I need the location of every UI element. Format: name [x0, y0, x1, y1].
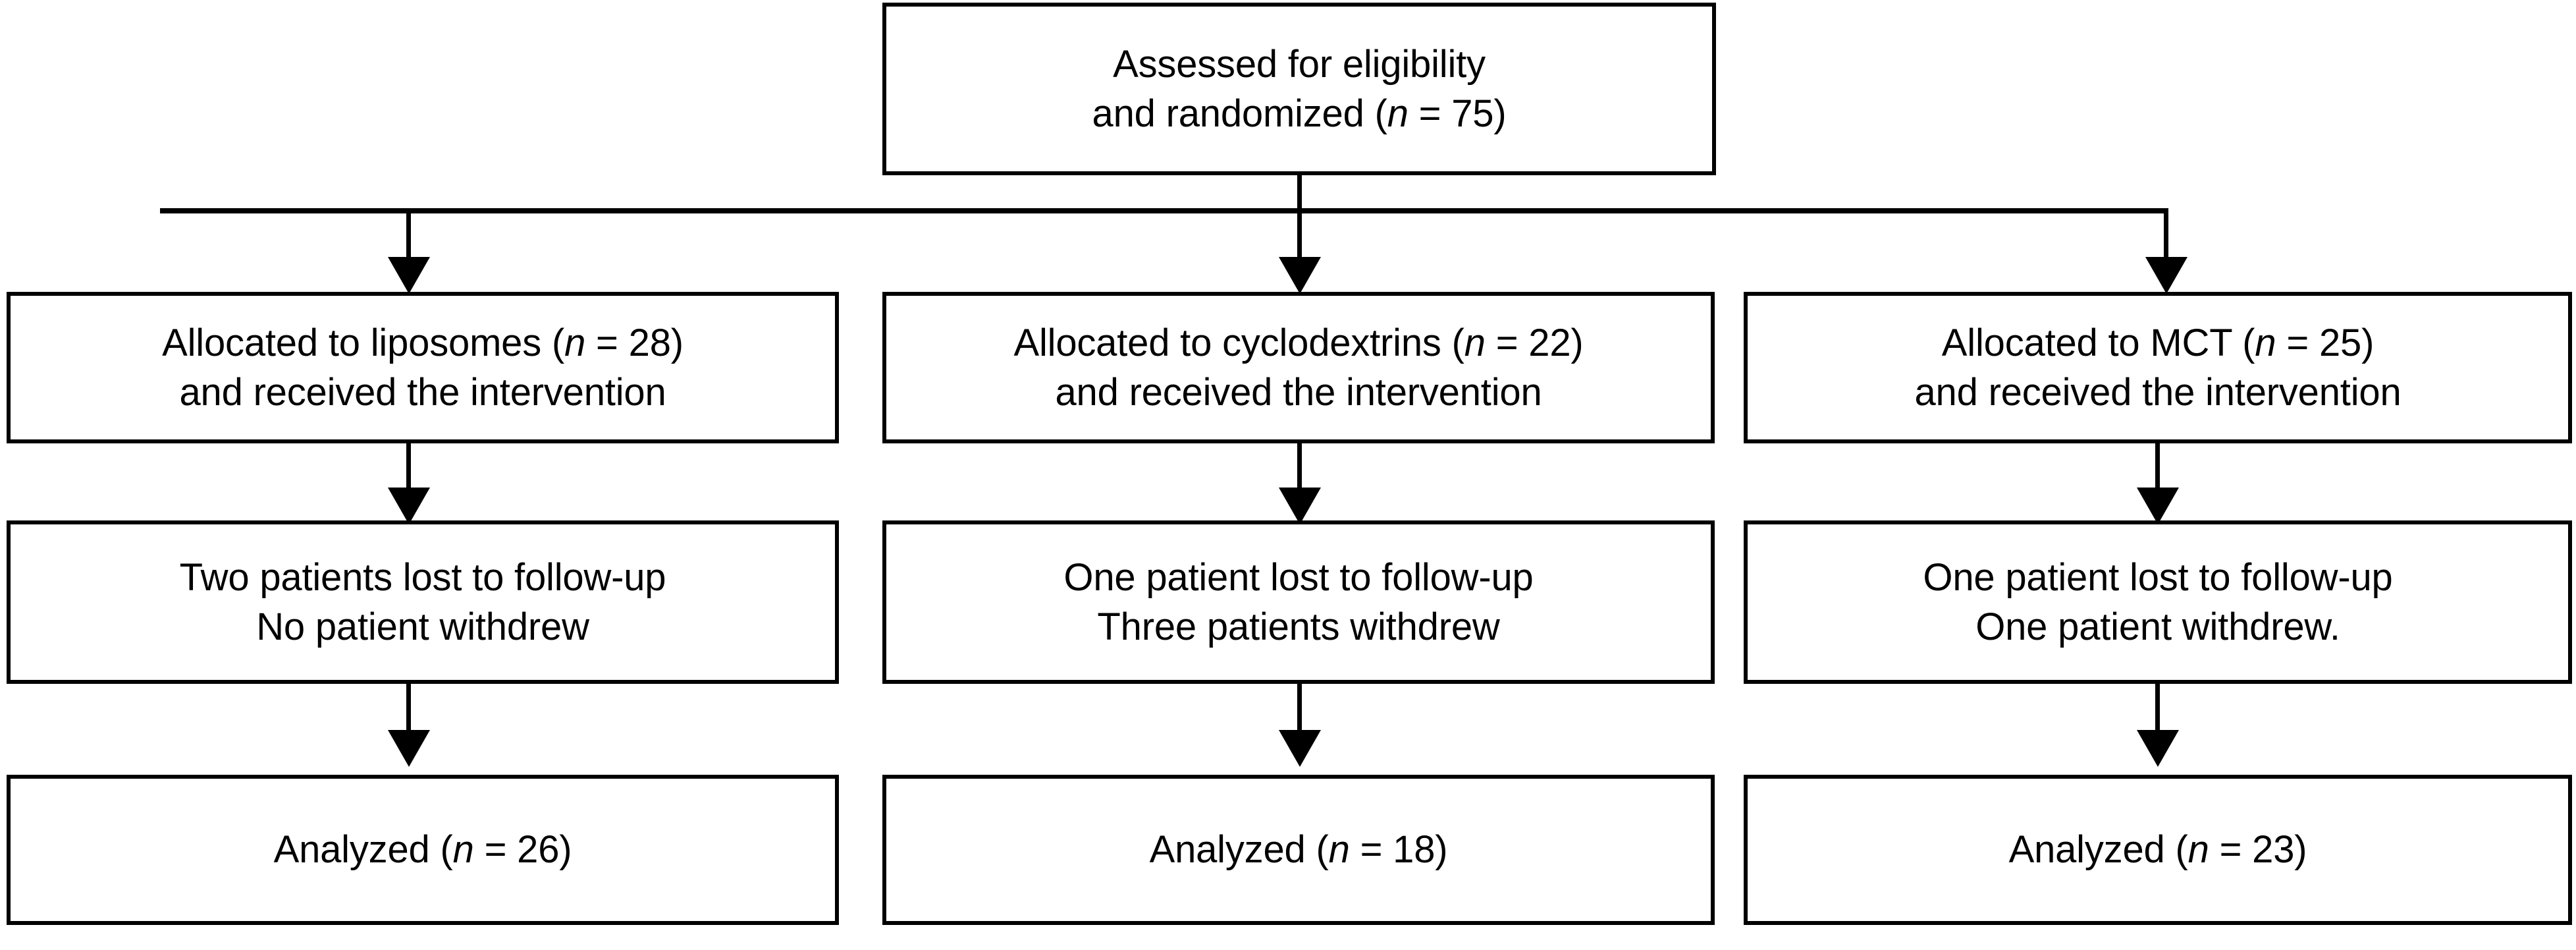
- connector-followup-to-analyzed-mct: [2155, 684, 2160, 731]
- arrowhead-analyzed-mct-icon: [2137, 730, 2179, 767]
- allocation-box-cyclodextrins: Allocated to cyclodextrins (n = 22) and …: [882, 292, 1715, 443]
- allocation-liposomes-n-symbol: n: [564, 321, 586, 364]
- connector-leg-cyclodextrins: [1297, 213, 1302, 259]
- analyzed-liposomes-prefix: Analyzed (: [273, 828, 453, 872]
- followup-box-cyclodextrins: One patient lost to follow-up Three pati…: [882, 520, 1715, 684]
- analyzed-cyclodextrins-n-symbol: n: [1328, 828, 1350, 872]
- allocation-mct-line-2: and received the intervention: [1914, 371, 2402, 414]
- arrowhead-followup-cyclodextrins-icon: [1279, 488, 1321, 524]
- enrollment-n-value: = 75): [1408, 92, 1507, 135]
- arrowhead-analyzed-cyclodextrins-icon: [1279, 730, 1321, 767]
- allocation-mct-n-symbol: n: [2255, 321, 2276, 364]
- allocation-cyclodextrins-n-value: = 22): [1485, 321, 1584, 364]
- arrowhead-branch-cyclodextrins-icon: [1279, 257, 1321, 294]
- analyzed-mct-line-1: Analyzed (n = 23): [2009, 825, 2307, 874]
- followup-liposomes-line-1: Two patients lost to follow-up: [179, 555, 666, 599]
- followup-mct-line-2: One patient withdrew.: [1975, 605, 2340, 648]
- analyzed-liposomes-line-1: Analyzed (n = 26): [274, 825, 572, 874]
- analyzed-box-cyclodextrins: Analyzed (n = 18): [882, 775, 1715, 925]
- analyzed-mct-n-symbol: n: [2187, 828, 2209, 872]
- arrowhead-followup-mct-icon: [2137, 488, 2179, 524]
- connector-branch-bus: [160, 208, 2168, 213]
- allocation-mct-prefix: Allocated to MCT (: [1941, 321, 2255, 364]
- followup-cyclodextrins-line-1: One patient lost to follow-up: [1063, 555, 1534, 599]
- followup-cyclodextrins-line-2: Three patients withdrew: [1097, 605, 1500, 648]
- allocation-liposomes-line-1: Allocated to liposomes (n = 28): [162, 318, 684, 368]
- analyzed-box-liposomes: Analyzed (n = 26): [7, 775, 839, 925]
- allocation-mct-n-value: = 25): [2276, 321, 2375, 364]
- analyzed-cyclodextrins-line-1: Analyzed (n = 18): [1150, 825, 1448, 874]
- connector-followup-to-analyzed-cyclodextrins: [1297, 684, 1302, 731]
- arrowhead-branch-mct-icon: [2145, 257, 2187, 294]
- allocation-liposomes-n-value: = 28): [585, 321, 684, 364]
- allocation-cyclodextrins-line-1: Allocated to cyclodextrins (n = 22): [1013, 318, 1583, 368]
- analyzed-liposomes-n-value: = 26): [473, 828, 572, 872]
- enrollment-line-2: and randomized (n = 75): [1092, 89, 1507, 138]
- connector-followup-to-analyzed-liposomes: [406, 684, 411, 731]
- connector-leg-mct: [2164, 213, 2168, 259]
- allocation-cyclodextrins-prefix: Allocated to cyclodextrins (: [1013, 321, 1464, 364]
- analyzed-mct-n-value: = 23): [2209, 828, 2307, 872]
- allocation-liposomes-line-2: and received the intervention: [179, 371, 666, 414]
- allocation-box-mct: Allocated to MCT (n = 25) and received t…: [1744, 292, 2572, 443]
- followup-box-liposomes: Two patients lost to follow-up No patien…: [7, 520, 839, 684]
- allocation-cyclodextrins-line-2: and received the intervention: [1055, 371, 1542, 414]
- enrollment-n-symbol: n: [1387, 92, 1409, 135]
- allocation-box-liposomes: Allocated to liposomes (n = 28) and rece…: [7, 292, 839, 443]
- arrowhead-branch-liposomes-icon: [388, 257, 430, 294]
- connector-allocation-to-followup-liposomes: [406, 443, 411, 489]
- connector-stem-enrollment: [1297, 175, 1302, 213]
- enrollment-line-2-prefix: and randomized (: [1092, 92, 1387, 135]
- enrollment-box: Assessed for eligibility and randomized …: [882, 3, 1716, 175]
- allocation-cyclodextrins-n-symbol: n: [1464, 321, 1486, 364]
- allocation-liposomes-prefix: Allocated to liposomes (: [162, 321, 565, 364]
- connector-leg-liposomes: [406, 213, 411, 259]
- connector-allocation-to-followup-mct: [2155, 443, 2160, 489]
- arrowhead-followup-liposomes-icon: [388, 488, 430, 524]
- followup-mct-line-1: One patient lost to follow-up: [1923, 555, 2393, 599]
- analyzed-mct-prefix: Analyzed (: [2008, 828, 2188, 872]
- allocation-mct-line-1: Allocated to MCT (n = 25): [1941, 318, 2375, 368]
- followup-box-mct: One patient lost to follow-up One patien…: [1744, 520, 2572, 684]
- analyzed-cyclodextrins-prefix: Analyzed (: [1149, 828, 1329, 872]
- analyzed-box-mct: Analyzed (n = 23): [1744, 775, 2572, 925]
- followup-liposomes-line-2: No patient withdrew: [256, 605, 589, 648]
- analyzed-liposomes-n-symbol: n: [452, 828, 474, 872]
- enrollment-line-1: Assessed for eligibility: [1113, 42, 1486, 86]
- arrowhead-analyzed-liposomes-icon: [388, 730, 430, 767]
- connector-allocation-to-followup-cyclodextrins: [1297, 443, 1302, 489]
- analyzed-cyclodextrins-n-value: = 18): [1349, 828, 1448, 872]
